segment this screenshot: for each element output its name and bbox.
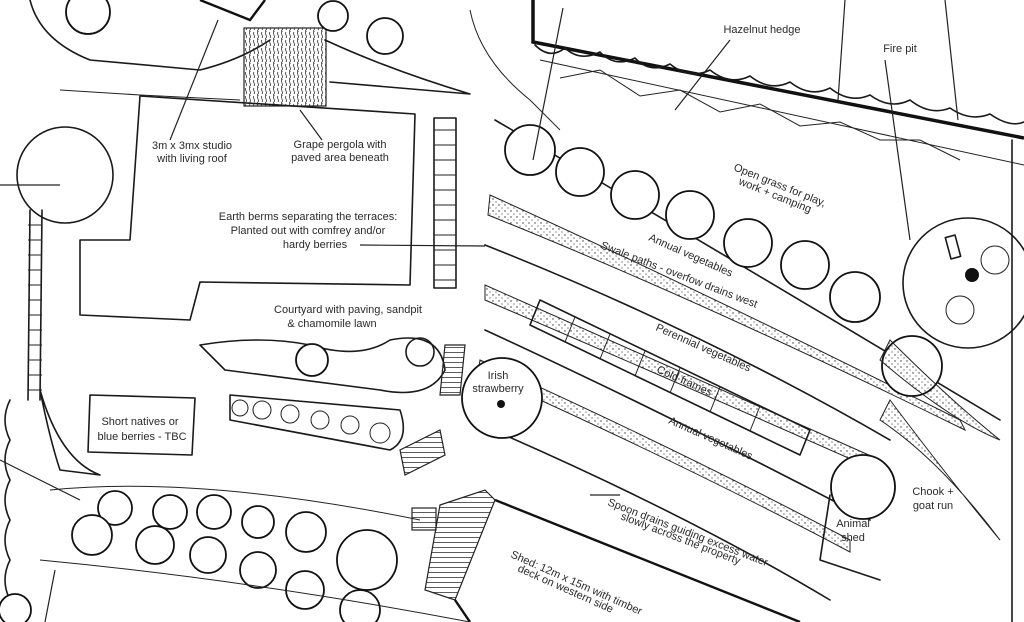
left-swale [39, 389, 101, 476]
short-natives-bed [87, 394, 196, 456]
label-courtyard-2: & chamomile lawn [287, 318, 376, 330]
fruit-tree-row [504, 124, 943, 397]
tree-trunk-dot [497, 400, 505, 408]
label-irish-strawberry-1: Irish [488, 370, 509, 382]
irish-strawberry-tree [461, 357, 543, 439]
label-studio-2: with living roof [156, 153, 228, 165]
top-left-garden [29, 0, 561, 131]
label-shed-1: Shed: 12m x 15m with timber [509, 549, 644, 618]
label-irish-strawberry-2: strawberry [472, 383, 524, 395]
left-path-ladder [4, 209, 43, 601]
label-pergola-1: Grape pergola with [294, 139, 387, 151]
label-chook-run-1: Chook + [912, 486, 953, 498]
label-spoon-drains-1: Spoon drains guiding excess water [606, 497, 770, 569]
label-berms-1: Earth berms separating the terraces: [219, 211, 398, 223]
label-chook-run-2: goat run [913, 500, 953, 512]
steps-ladder [433, 117, 457, 289]
label-berms-3: hardy berries [283, 239, 348, 251]
leader-lines [0, 0, 959, 622]
courtyard-garden [199, 337, 466, 476]
label-animal-shed-1: Animal [836, 518, 870, 530]
steps-rungs [434, 129, 456, 281]
studio-building [79, 95, 416, 321]
shed-building [411, 489, 801, 622]
label-pergola-2: paved area beneath [291, 152, 389, 164]
lower-orchard [0, 485, 471, 622]
label-short-natives-1: Short natives or [101, 416, 178, 428]
label-studio-1: 3m x 3mx studio [152, 140, 232, 152]
fire-pit-area [902, 217, 1024, 349]
chook-goat-run [819, 139, 1013, 622]
label-berms-2: Planted out with comfrey and/or [231, 225, 386, 237]
house-outline [531, 0, 1024, 140]
hazelnut-hedge [534, 44, 1024, 166]
label-fire-pit: Fire pit [883, 43, 917, 55]
label-hazelnut-hedge: Hazelnut hedge [723, 24, 800, 36]
label-animal-shed-2: shed [841, 532, 865, 544]
label-spoon-drains-2: slowly across the property [619, 511, 742, 568]
left-circle-lawn [0, 126, 114, 224]
cold-frames [529, 299, 811, 456]
terraces [469, 119, 1001, 601]
label-short-natives-2: blue berries - TBC [97, 431, 186, 443]
label-courtyard-1: Courtyard with paving, sandpit [274, 304, 422, 316]
